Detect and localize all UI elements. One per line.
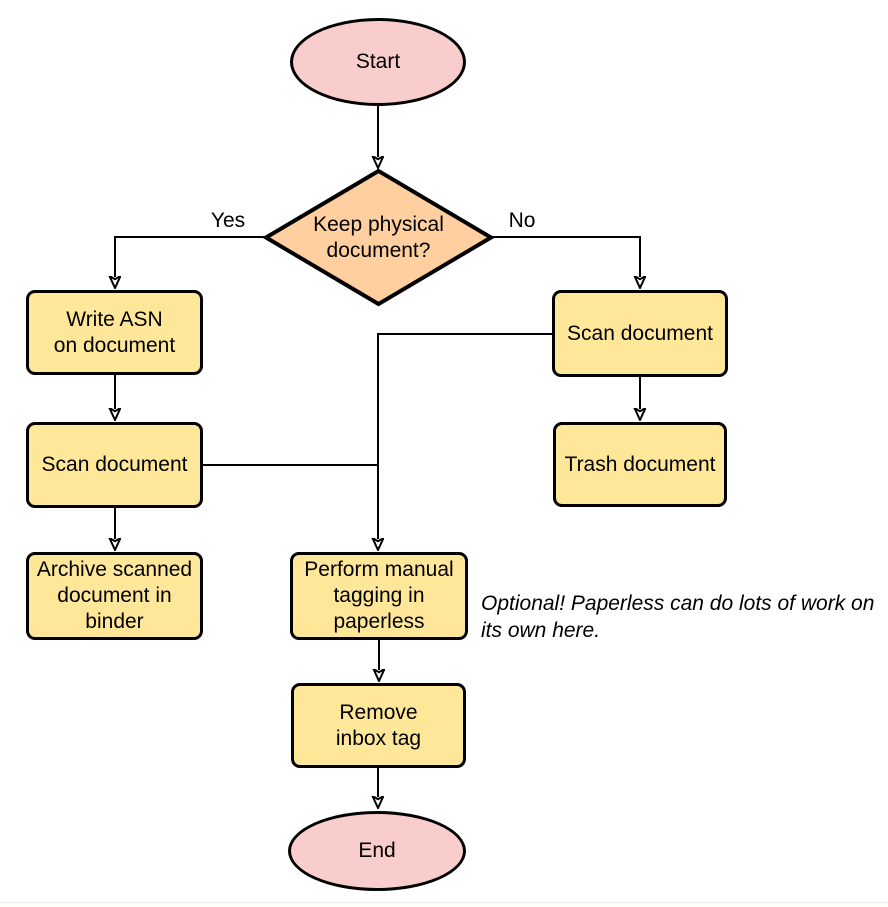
node-scan-document-right-label: Scan document xyxy=(567,321,713,345)
node-end: End xyxy=(288,811,466,891)
edge-scan-right-to-tagging xyxy=(378,333,552,539)
edge-label-yes: Yes xyxy=(210,209,246,232)
node-trash-document-label: Trash document xyxy=(564,452,716,476)
node-remove-inbox-tag: Remove inbox tag xyxy=(291,683,466,768)
edge-label-no: No xyxy=(508,209,536,232)
node-start: Start xyxy=(290,18,466,106)
diamond-shape-icon xyxy=(262,168,495,307)
optional-annotation: Optional! Paperless can do lots of work … xyxy=(481,592,875,642)
node-perform-manual-tagging-label: Perform manual tagging in paperless xyxy=(304,558,454,633)
edge-decision-to-write-asn xyxy=(115,236,265,277)
node-archive-scanned: Archive scanned document in binder xyxy=(26,552,203,640)
edge-decision-to-scan-right xyxy=(492,236,640,277)
page-bottom-edge xyxy=(0,902,888,907)
node-scan-document-right: Scan document xyxy=(552,290,728,377)
node-remove-inbox-tag-label: Remove inbox tag xyxy=(335,700,422,750)
node-keep-physical-decision: Keep physical document? xyxy=(262,168,495,307)
node-keep-physical-decision-label: Keep physical document? xyxy=(313,212,444,262)
node-write-asn-label: Write ASN on document xyxy=(53,307,176,357)
node-scan-document-left: Scan document xyxy=(26,422,203,508)
node-scan-document-left-label: Scan document xyxy=(41,453,188,476)
node-trash-document: Trash document xyxy=(553,422,727,507)
node-end-label: End xyxy=(358,839,396,862)
node-start-label: Start xyxy=(355,50,401,73)
node-perform-manual-tagging: Perform manual tagging in paperless xyxy=(290,552,468,640)
node-archive-scanned-label: Archive scanned document in binder xyxy=(36,558,193,633)
node-write-asn: Write ASN on document xyxy=(26,290,203,375)
